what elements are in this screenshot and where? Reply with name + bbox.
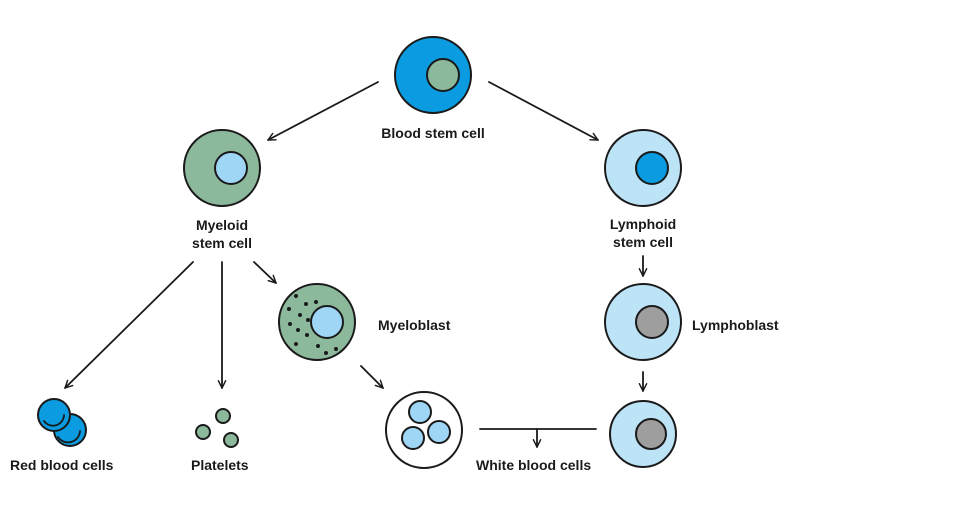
myeloid-stem-cell [183, 129, 261, 207]
label-lymphoid-line1: Lymphoid [609, 216, 677, 232]
label-white-blood-cells: White blood cells [476, 457, 592, 473]
arrow-myeloblast-to-granulocyte [360, 365, 384, 389]
lymphocyte-cell [609, 400, 677, 468]
arrows [64, 81, 648, 448]
arrow-myeloid-to-myeloblast [253, 261, 277, 284]
arrow-myeloid-to-rbc [64, 261, 194, 389]
label-red-blood-cells: Red blood cells [10, 457, 114, 473]
label-lymphoid-line2: stem cell [613, 234, 673, 250]
blood-stem-cell [394, 36, 472, 114]
label-myeloid-line1: Myeloid [195, 217, 249, 233]
granulocyte-cell [385, 391, 463, 469]
lymphoid-stem-cell [604, 129, 682, 207]
lymphoblast-cell [604, 283, 682, 361]
label-myeloid-line2: stem cell [192, 235, 252, 251]
label-lymphoid-stem-cell: Lymphoid stem cell [583, 215, 703, 251]
label-platelets: Platelets [191, 457, 249, 473]
red-blood-cells [37, 398, 87, 447]
label-myeloblast: Myeloblast [378, 317, 451, 333]
label-lymphoblast: Lymphoblast [692, 317, 779, 333]
granules [287, 294, 338, 355]
label-myeloid-stem-cell: Myeloid stem cell [162, 216, 282, 252]
myeloblast-cell [278, 283, 356, 361]
platelets [195, 408, 239, 448]
arrow-stem-to-lymphoid [488, 81, 599, 141]
label-blood-stem-cell: Blood stem cell [381, 125, 485, 141]
arrow-stem-to-myeloid [267, 81, 379, 141]
